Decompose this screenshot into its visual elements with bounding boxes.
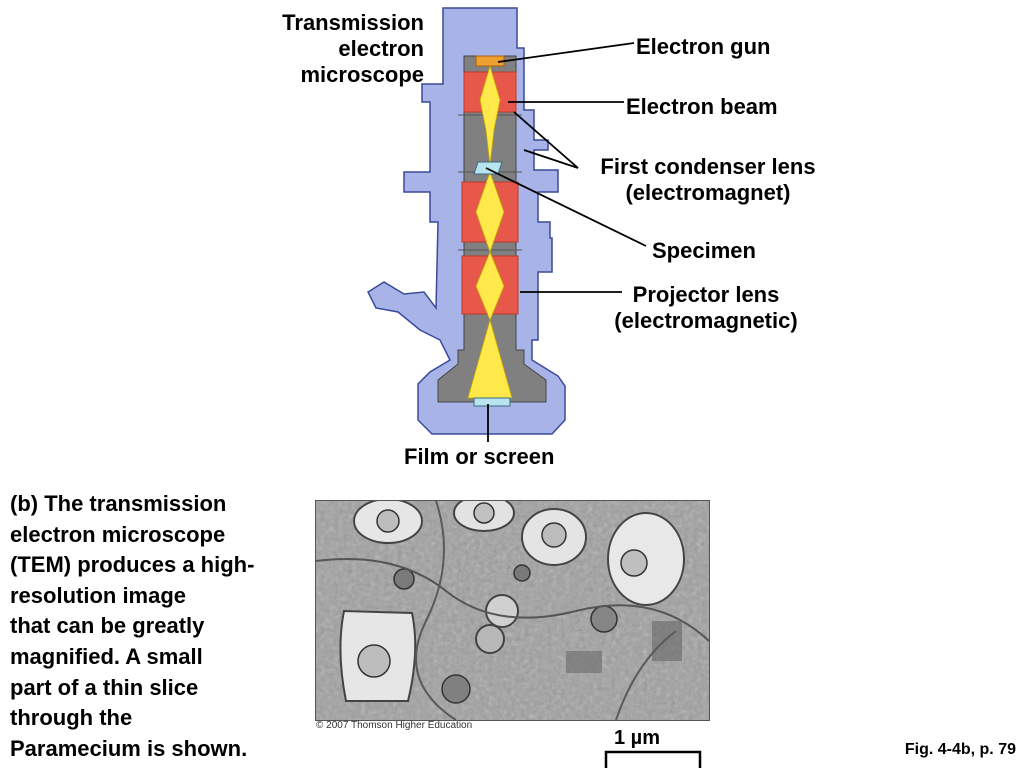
label-electron-gun: Electron gun	[636, 34, 771, 59]
label-projector-lens: Projector lens (electromagnetic)	[590, 282, 822, 334]
caption-line: (b) The transmission	[10, 491, 227, 516]
micrograph-copyright: © 2007 Thomson Higher Education	[316, 720, 473, 731]
caption-line: electron microscope	[10, 521, 226, 547]
tem-title-line-2: electron	[338, 36, 424, 61]
label-projector-line-1: Projector lens	[632, 282, 780, 307]
caption-line: through the	[10, 705, 133, 731]
tem-title-line-1: Transmission	[282, 10, 424, 35]
label-condenser-line-2: (electromagnet)	[625, 180, 791, 205]
caption-line: Paramecium is shown.	[10, 735, 248, 761]
label-first-condenser-lens: First condenser lens (electromagnet)	[576, 154, 840, 206]
label-film-or-screen: Film or screen	[404, 444, 555, 469]
figure-caption: (b) The transmission electron microscope…	[10, 489, 254, 764]
tem-diagram	[367, 7, 647, 442]
caption-line: (TEM) produces a high-	[10, 552, 255, 578]
tem-title-line-3: microscope	[300, 62, 425, 87]
film-screen	[473, 397, 511, 407]
label-condenser-line-1: First condenser lens	[600, 154, 816, 179]
scale-bar	[604, 750, 702, 768]
figure-reference: Fig. 4-4b, p. 79	[904, 741, 1016, 758]
scale-bar-label: 1 µm	[614, 727, 660, 749]
tem-micrograph	[315, 500, 710, 721]
label-specimen: Specimen	[652, 238, 756, 263]
caption-line: magnified. A small	[10, 643, 203, 669]
leader-lines	[485, 42, 647, 442]
caption-line: that can be greatly	[10, 613, 205, 639]
label-electron-beam: Electron beam	[626, 94, 778, 119]
electron-beam	[467, 64, 513, 399]
label-projector-line-2: (electromagnetic)	[614, 308, 798, 333]
caption-line: resolution image	[10, 582, 187, 608]
caption-line: part of a thin slice	[10, 674, 199, 700]
tem-title: Transmission electron microscope	[230, 10, 424, 88]
micrograph-features	[316, 501, 709, 720]
